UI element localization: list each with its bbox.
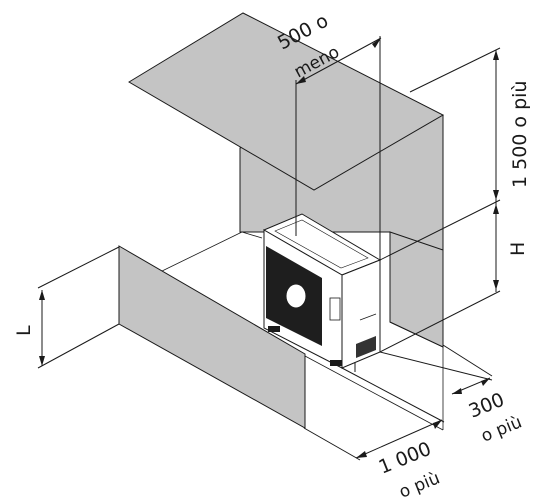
left-symbol-label: L (13, 325, 35, 336)
left-dimension (37, 246, 120, 369)
right-dimensions (379, 47, 501, 353)
outdoor-unit (262, 213, 382, 372)
height-symbol-label: H (507, 242, 529, 256)
front-unit-label: o più (396, 468, 443, 502)
top-dimension (295, 36, 382, 262)
side-wall (389, 231, 444, 348)
side-value-label: 300 (466, 389, 508, 423)
side-dimension (379, 344, 493, 395)
floor-outline (159, 231, 444, 431)
front-dimension (303, 367, 445, 461)
right-value-label: 1 500 o più (509, 81, 531, 188)
overhead-panel (128, 12, 445, 191)
